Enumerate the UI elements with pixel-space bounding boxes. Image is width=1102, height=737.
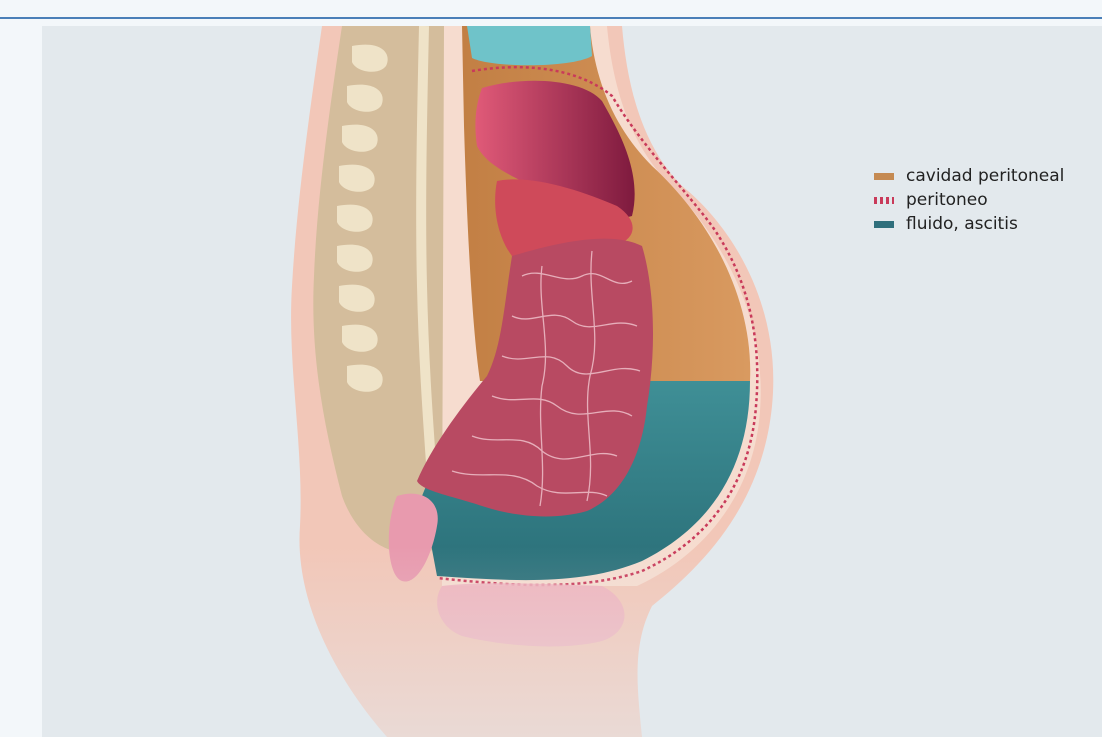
legend-item-peritoneum: peritoneo [874,188,1064,212]
legend-item-fluid: fluido, ascitis [874,212,1064,236]
lung [467,26,592,65]
legend-item-cavity: cavidad peritoneal [874,164,1064,188]
legend-label-cavity: cavidad peritoneal [906,168,1064,185]
top-frame-rule [0,17,1102,19]
ascites-anatomy-illustration [42,26,1102,737]
legend: cavidad peritoneal peritoneo fluido, asc… [874,164,1064,236]
cavity-swatch-icon [874,173,894,180]
illustration-panel: cavidad peritoneal peritoneo fluido, asc… [42,26,1102,737]
legend-label-fluid: fluido, ascitis [906,216,1018,233]
peritoneum-swatch-icon [874,197,894,204]
legend-label-peritoneum: peritoneo [906,192,988,209]
fluid-swatch-icon [874,221,894,228]
